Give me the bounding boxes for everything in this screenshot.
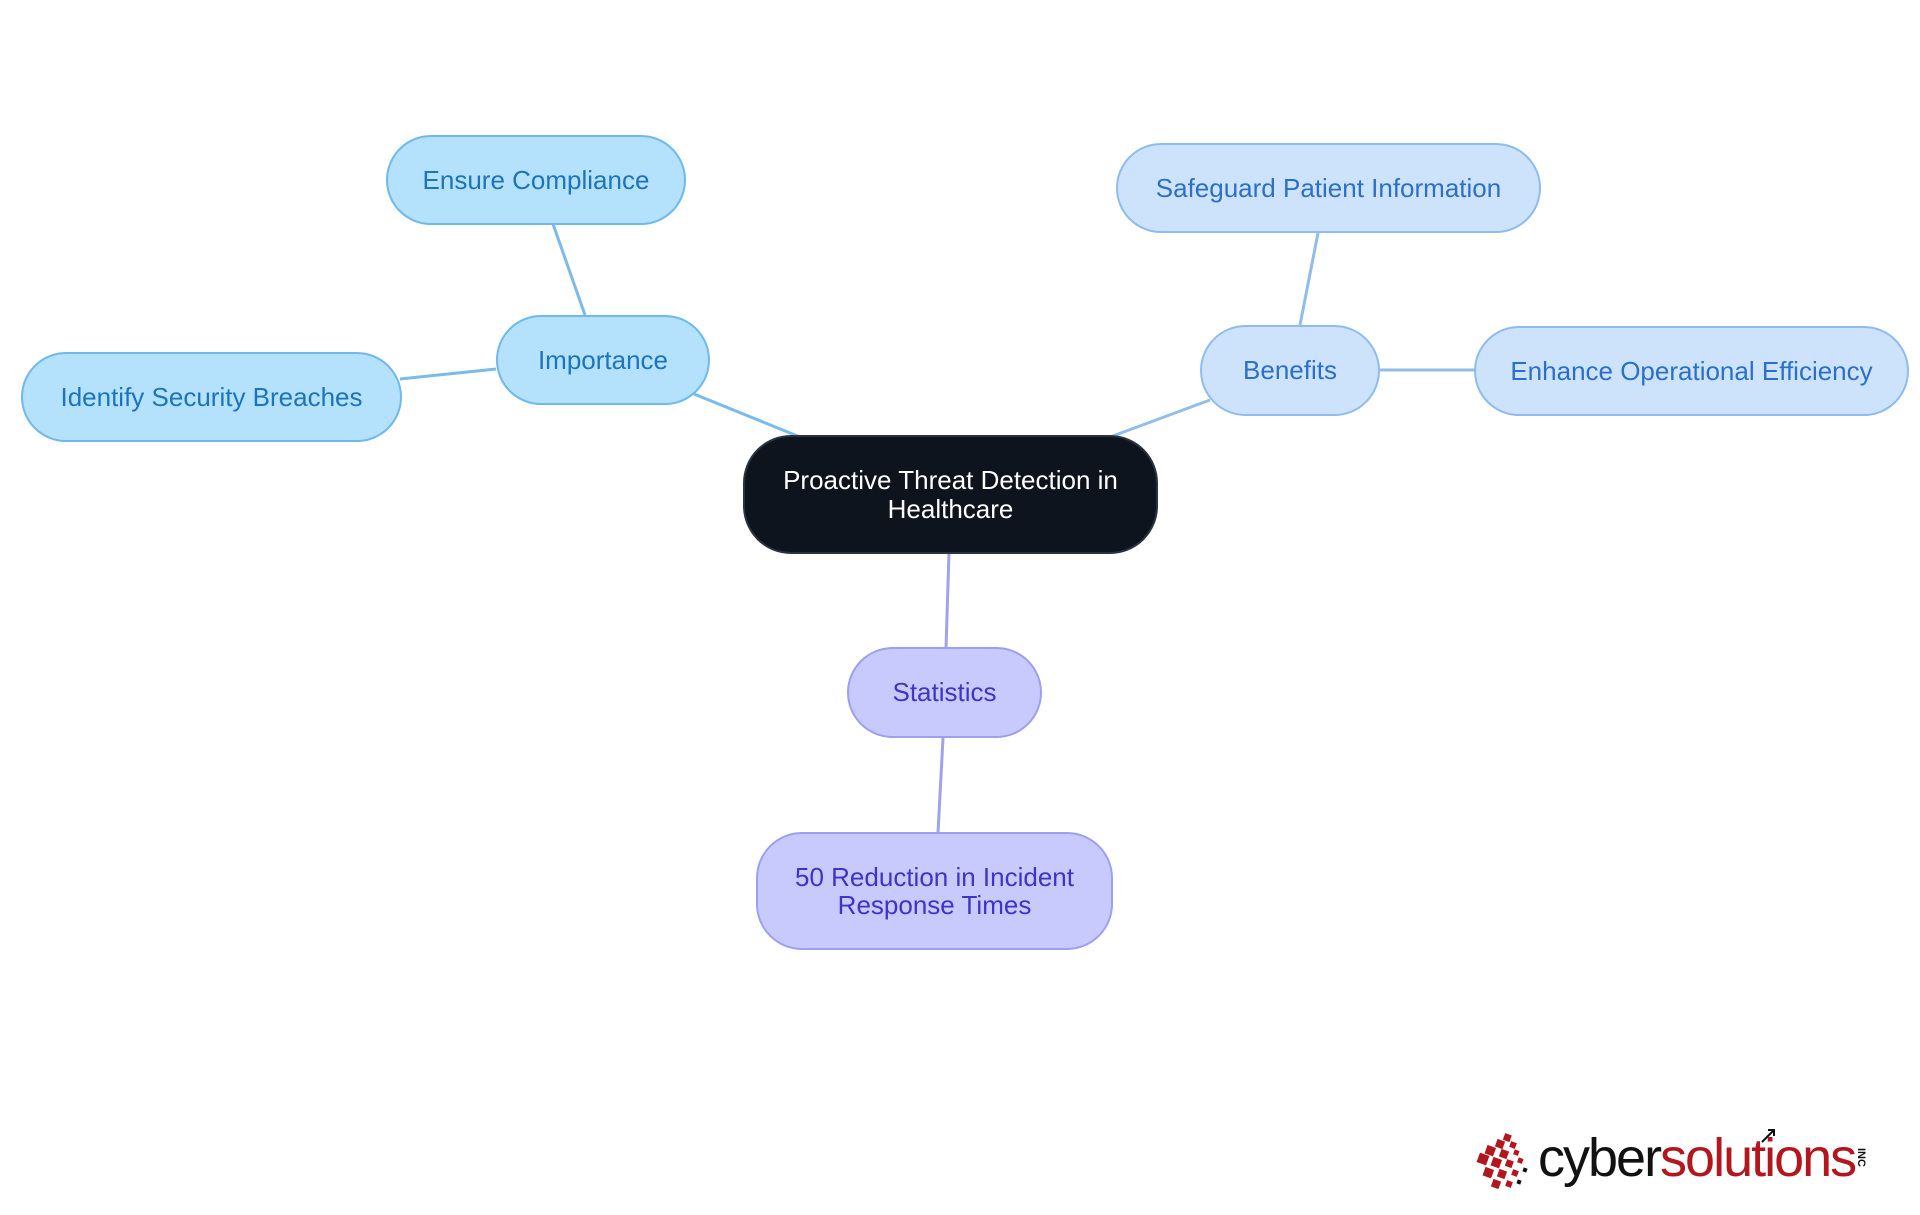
- leaf-node-identify-security-breaches[interactable]: Identify Security Breaches: [21, 352, 402, 442]
- branch-label-importance: Importance: [537, 344, 669, 375]
- leaf-label-incident-response-reduction: 50 Reduction in Incident Response Times: [795, 861, 1074, 920]
- leaf-node-ensure-compliance[interactable]: Ensure Compliance: [386, 135, 686, 225]
- edge-statistics-reduction: [936, 737, 945, 834]
- branch-label-benefits: Benefits: [1243, 355, 1337, 386]
- edge-importance-breaches: [399, 367, 497, 381]
- edge-root-importance: [693, 392, 801, 439]
- edge-root-statistics: [944, 552, 951, 649]
- branch-node-benefits[interactable]: Benefits: [1200, 325, 1380, 416]
- leaf-node-safeguard-patient-information[interactable]: Safeguard Patient Information: [1116, 143, 1541, 233]
- leaf-node-enhance-operational-efficiency[interactable]: Enhance Operational Efficiency: [1474, 326, 1909, 416]
- leaf-label-enhance-operational-efficiency: Enhance Operational Efficiency: [1510, 355, 1873, 386]
- logo-word-solutions: solutions: [1660, 1128, 1857, 1188]
- logo-word-cyber: cyber: [1538, 1128, 1662, 1188]
- root-node[interactable]: Proactive Threat Detection in Healthcare: [743, 435, 1158, 554]
- branch-node-importance[interactable]: Importance: [496, 315, 710, 405]
- leaf-node-incident-response-reduction[interactable]: 50 Reduction in Incident Response Times: [756, 832, 1113, 950]
- leaf-label-ensure-compliance: Ensure Compliance: [422, 164, 650, 195]
- edge-importance-compliance: [551, 223, 587, 316]
- leaf-label-safeguard-patient-information: Safeguard Patient Information: [1155, 172, 1502, 203]
- logo-arrow-icon: [1761, 1129, 1775, 1143]
- cybersolutions-logo: cybersolutions INC: [1470, 1128, 1870, 1198]
- logo-squares-icon: [1476, 1133, 1528, 1190]
- edge-root-benefits: [1109, 398, 1211, 439]
- logo-inc: INC: [1855, 1148, 1867, 1167]
- logo-wordmark: cybersolutions: [1538, 1128, 1857, 1188]
- branch-node-statistics[interactable]: Statistics: [847, 647, 1042, 738]
- branch-label-statistics: Statistics: [892, 677, 997, 708]
- leaf-label-identify-security-breaches: Identify Security Breaches: [60, 381, 363, 412]
- edge-benefits-safeguard: [1298, 232, 1320, 326]
- root-label: Proactive Threat Detection in Healthcare: [783, 465, 1118, 524]
